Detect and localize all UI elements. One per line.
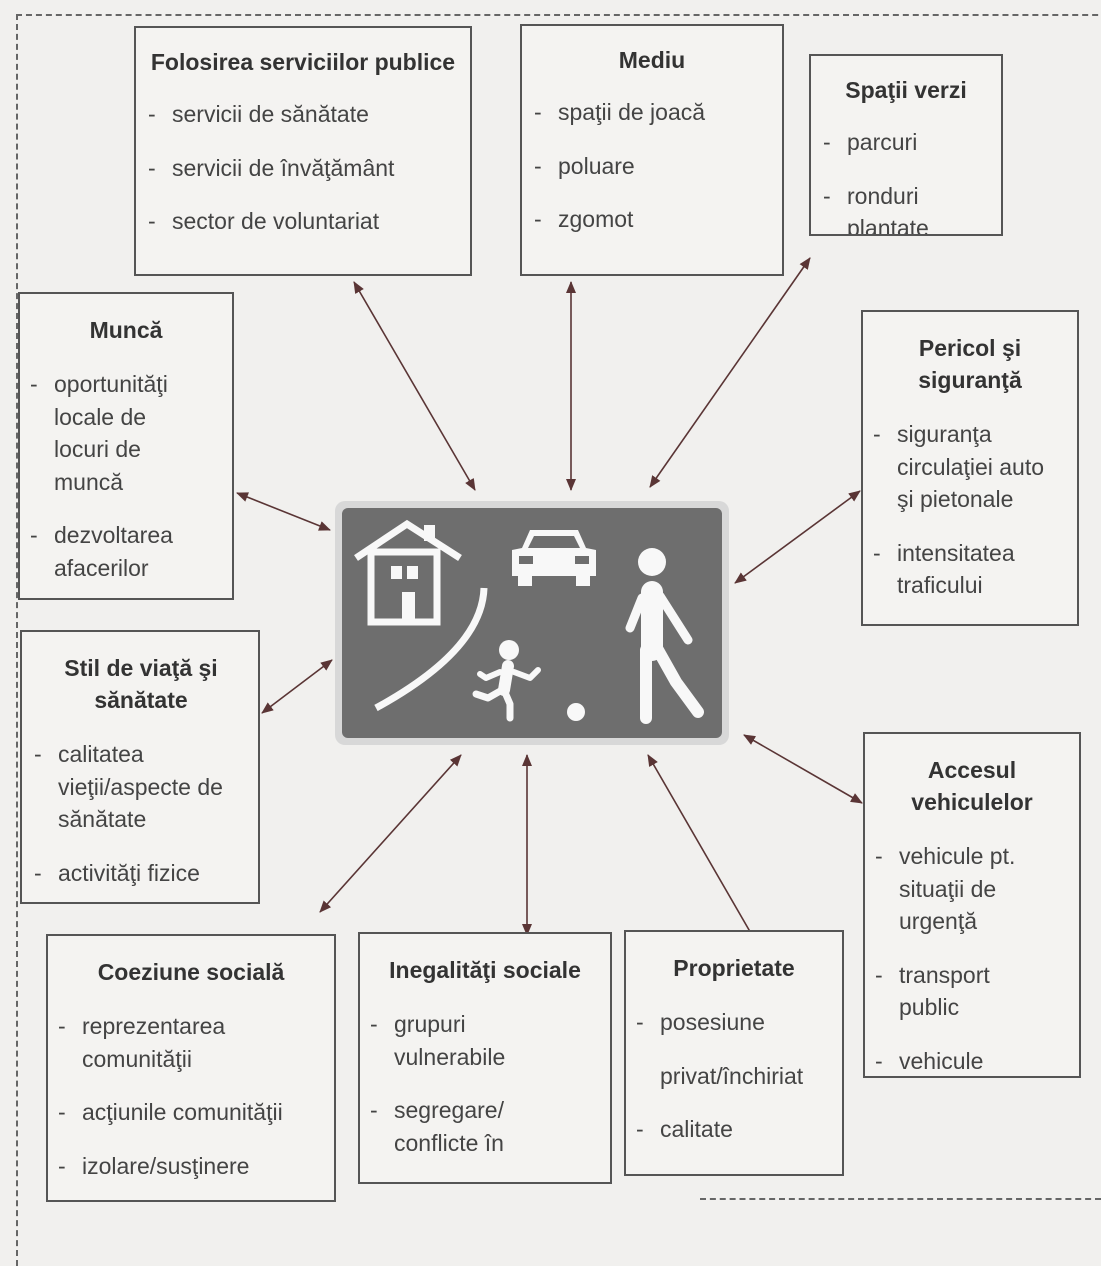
arrow-coeziune <box>319 754 462 913</box>
box-title: Accesul vehiculelor <box>911 757 1033 815</box>
adult-pedestrian-icon <box>625 548 704 724</box>
list-item: parcuri <box>823 126 989 159</box>
box-title: Muncă <box>89 317 163 343</box>
list-item: calitatea vieţii/aspecte de sănătate <box>34 738 248 836</box>
box-munca: Muncă oportunităţi locale de locuri de m… <box>18 292 234 600</box>
child-running-icon <box>472 640 541 722</box>
list-item: vehicule pt. situaţii de urgenţă <box>875 840 1039 938</box>
arrow-proprietate <box>647 754 757 943</box>
box-folosirea-serviciilor: Folosirea serviciilor publice servicii d… <box>134 26 472 276</box>
living-street-sign <box>335 501 729 745</box>
box-title: Pericol şi siguranţă <box>918 335 1022 393</box>
list-item: calitate <box>636 1113 832 1146</box>
list-item: intensitatea traficului <box>873 537 1047 602</box>
box-pericol-siguranta: Pericol şi siguranţă siguranţa circulaţi… <box>861 310 1079 626</box>
list-item: grupuri vulnerabile <box>370 1008 534 1073</box>
arrow-accesul <box>743 734 863 804</box>
dashed-frame <box>16 14 1101 1266</box>
arrow-spatii-verzi <box>649 257 811 488</box>
list-item: servicii de învăţământ <box>148 152 458 185</box>
list-item: izolare/susţinere <box>58 1150 324 1183</box>
list-item: segregare/ conflicte în <box>370 1094 534 1159</box>
box-inegalitati-sociale: Inegalităţi sociale grupuri vulnerabile … <box>358 932 612 1184</box>
list-item: dezvoltarea afacerilor <box>30 519 204 584</box>
arrow-pericol <box>734 490 861 584</box>
connector-arrows <box>236 257 863 943</box>
list-item: ronduri plantate <box>823 180 967 235</box>
list-item: sector de voluntariat <box>148 205 458 238</box>
box-title: Folosirea serviciilor publice <box>150 49 456 75</box>
box-title: Mediu <box>618 47 686 73</box>
arrow-stil <box>261 659 333 714</box>
box-title: Inegalităţi sociale <box>389 957 581 983</box>
list-item: acţiunile comunităţii <box>58 1096 324 1129</box>
arrow-munca <box>236 492 331 531</box>
list-item: servicii de sănătate <box>148 98 458 131</box>
list-item: siguranţa circulaţiei auto şi pietonale <box>873 418 1067 516</box>
list-item: activităţi fizice <box>34 857 248 890</box>
box-spatii-verzi: Spaţii verzi parcuri ronduri plantate <box>809 54 1003 236</box>
box-title: Stil de viaţă şi sănătate <box>64 655 218 713</box>
road-curve-icon <box>374 587 488 712</box>
list-item: poluare <box>534 150 770 183</box>
box-stil-de-viata: Stil de viaţă şi sănătate calitatea vieţ… <box>20 630 260 904</box>
list-item: posesiune <box>636 1006 832 1039</box>
box-title: Coeziune socială <box>97 959 285 985</box>
box-accesul-vehiculelor: Accesul vehiculelor vehicule pt. situaţi… <box>863 732 1081 1078</box>
box-coeziune-sociala: Coeziune socială reprezentarea comunităţ… <box>46 934 336 1202</box>
arrow-folosirea <box>353 281 476 491</box>
list-item: zgomot <box>534 203 770 236</box>
box-mediu: Mediu spaţii de joacă poluare zgomot <box>520 24 784 276</box>
dashed-frame-bottom <box>700 1198 1101 1200</box>
list-item: vehicule <box>875 1045 1069 1077</box>
box-title: Spaţii verzi <box>845 77 967 103</box>
list-item: privat/închiriat <box>660 1062 804 1089</box>
list-item: oportunităţi locale de locuri de muncă <box>30 368 184 498</box>
box-title: Proprietate <box>673 955 795 981</box>
ball-icon <box>567 703 585 721</box>
list-item: transport public <box>875 959 1029 1024</box>
box-proprietate: Proprietate posesiune privat/închiriat c… <box>624 930 844 1176</box>
list-item: reprezentarea comunităţii <box>58 1010 282 1075</box>
list-item: spaţii de joacă <box>534 96 770 129</box>
